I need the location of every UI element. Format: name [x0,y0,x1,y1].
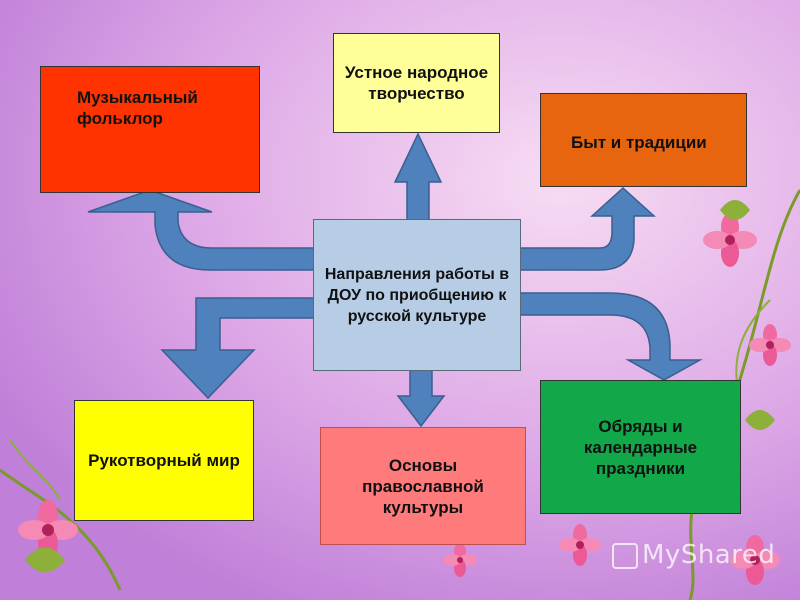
node-life-traditions: Быт и традиции [540,93,747,187]
node-music-folklore: Музыкальный фольклор [40,66,260,193]
arrow-to-oral [393,132,443,223]
arrow-to-music [87,189,317,271]
arrow-to-rites [518,292,703,381]
node-orthodox-label: Основы православной культуры [362,455,484,517]
arrow-to-handmade [160,297,317,400]
node-handmade-label: Рукотворный мир [88,451,240,470]
node-music-label: Музыкальный фольклор [77,88,198,128]
node-orthodox-culture: Основы православной культуры [320,427,526,545]
node-life-label: Быт и традиции [571,132,707,152]
node-rites-label: Обряды и календарные праздники [583,416,698,478]
node-rites-holidays: Обряды и календарные праздники [540,380,741,514]
node-oral-folk-art: Устное народное творчество [333,33,500,133]
watermark: MyShared [612,540,775,570]
node-center-label: Направления работы в ДОУ по приобщению к… [324,265,510,325]
flower-decoration-bottom [443,524,601,577]
arrow-to-life [518,186,656,271]
node-center: Направления работы в ДОУ по приобщению к… [313,219,521,371]
node-oral-label: Устное народное творчество [344,63,489,103]
node-handmade-world: Рукотворный мир [74,400,254,521]
watermark-text: MyShared [642,540,776,570]
arrow-to-orthodox [396,367,446,428]
flower-decoration-left [0,439,122,591]
watermark-logo-icon [612,542,638,569]
